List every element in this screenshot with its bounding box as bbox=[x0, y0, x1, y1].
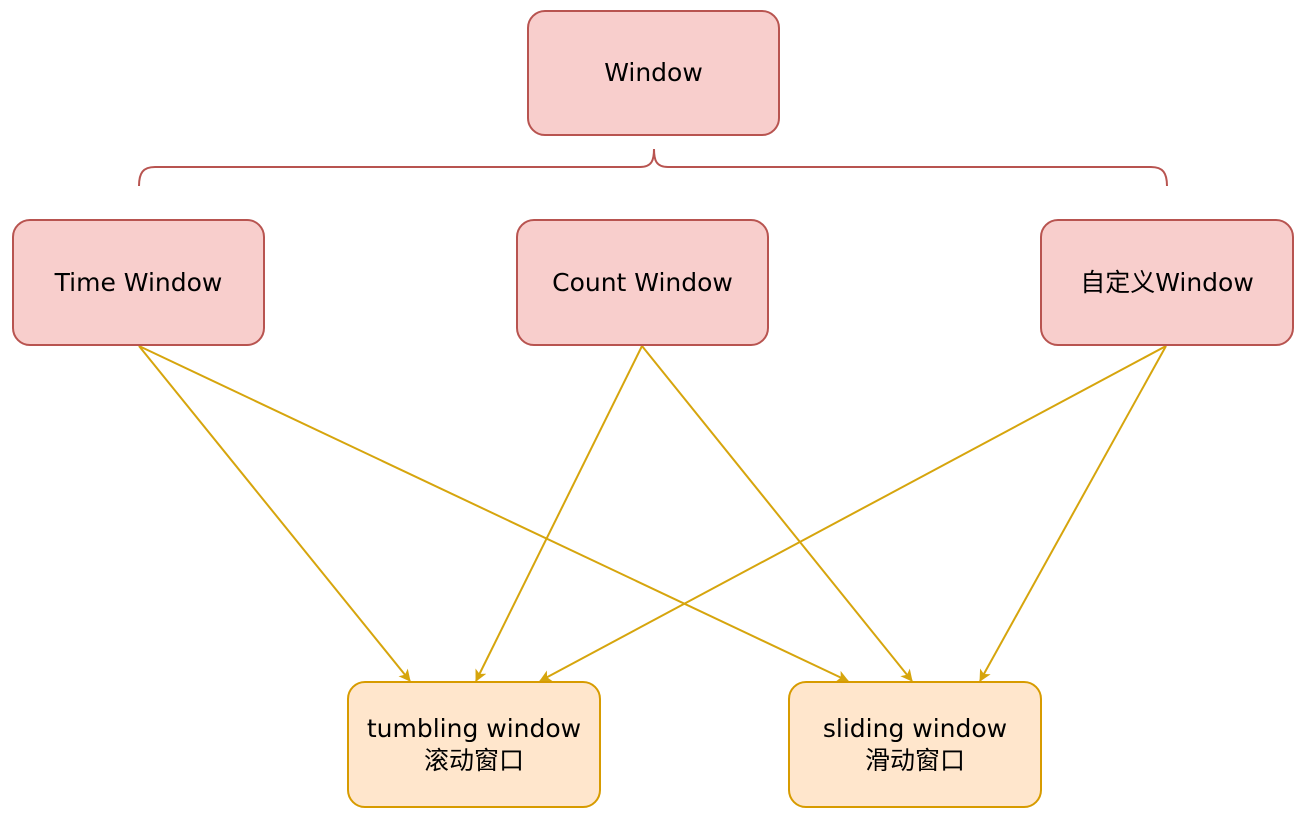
tumbling-window-label-en: tumbling window bbox=[366, 713, 582, 743]
edge-time-window-to-tumbling-window bbox=[138, 345, 411, 682]
count-window-label: Count Window bbox=[552, 267, 733, 297]
window-node-label: Window bbox=[604, 58, 703, 87]
custom-window-node: 自定义Window bbox=[1040, 219, 1294, 346]
sliding-window-label-en: sliding window bbox=[822, 713, 1008, 743]
tumbling-window-label-zh: 滚动窗口 bbox=[423, 745, 524, 775]
sliding-window-label-zh: 滑动窗口 bbox=[864, 745, 965, 775]
edge-count-window-to-sliding-window bbox=[641, 345, 913, 682]
edge-custom-window-to-tumbling-window bbox=[539, 345, 1167, 682]
sliding-window-node: sliding window 滑动窗口 bbox=[788, 681, 1042, 808]
curly-brace bbox=[138, 148, 1168, 187]
time-window-node: Time Window bbox=[12, 219, 265, 346]
custom-window-label: 自定义Window bbox=[1080, 267, 1254, 297]
window-node: Window bbox=[527, 10, 780, 136]
edge-count-window-to-tumbling-window bbox=[475, 345, 643, 682]
edge-custom-window-to-sliding-window bbox=[979, 345, 1167, 682]
tumbling-window-node: tumbling window 滚动窗口 bbox=[347, 681, 601, 808]
edge-time-window-to-sliding-window bbox=[138, 345, 849, 682]
time-window-label: Time Window bbox=[54, 267, 223, 297]
count-window-node: Count Window bbox=[516, 219, 769, 346]
